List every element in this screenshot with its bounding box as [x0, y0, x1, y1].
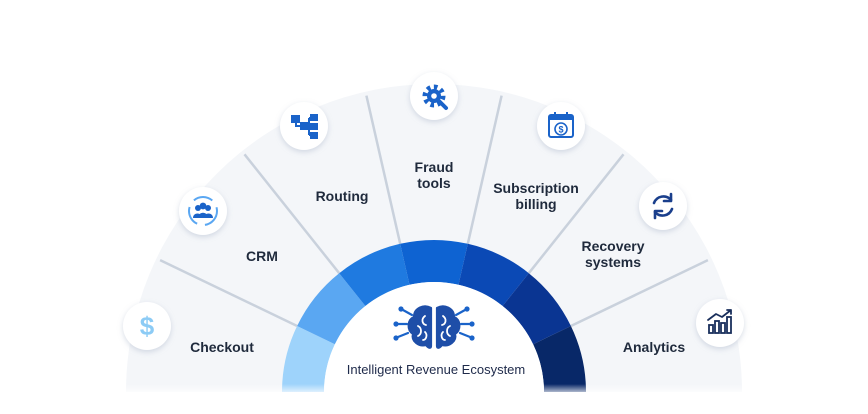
badge-analytics — [696, 299, 744, 347]
dollar-icon: $ — [140, 311, 155, 341]
center-disc — [324, 282, 544, 392]
users-cycle-icon — [188, 196, 218, 226]
ring-segment — [400, 239, 468, 285]
calendar-dollar-icon: $ — [548, 112, 574, 138]
segment-dividers — [159, 95, 709, 328]
badge-routing — [280, 102, 328, 150]
segment-label-crm: CRM — [246, 248, 278, 264]
refresh-icon — [652, 192, 674, 220]
segment-divider — [365, 95, 402, 245]
ring-segment — [502, 273, 571, 345]
segment-label-analytics: Analytics — [623, 339, 685, 355]
segment-divider — [527, 153, 625, 274]
color-ring — [282, 239, 586, 392]
badge-crm — [179, 187, 227, 235]
segment-divider — [466, 95, 503, 245]
flow-icon — [291, 114, 318, 139]
segment-label-checkout: Checkout — [190, 339, 254, 355]
ring-segment — [297, 273, 366, 345]
segment-divider — [243, 153, 341, 274]
badge-checkout: $ — [123, 302, 171, 350]
ring-segment — [533, 326, 586, 392]
badge-subscription-billing: $ — [537, 102, 585, 150]
center-label: Intelligent Revenue Ecosystem — [347, 362, 525, 377]
segment-label-routing: Routing — [316, 188, 369, 204]
svg-text:$: $ — [558, 125, 563, 135]
gear-wrench-icon — [422, 84, 448, 110]
brain-circuit-icon — [393, 305, 475, 349]
badge-recovery-systems — [639, 182, 687, 230]
ring-segment — [339, 243, 410, 306]
ring-segment — [458, 243, 529, 306]
badge-fraud-tools — [410, 72, 458, 120]
bar-chart-icon — [707, 309, 732, 334]
segment-divider — [159, 258, 298, 328]
segment-divider — [570, 258, 709, 328]
ring-segment — [282, 326, 335, 392]
outer-panel — [126, 84, 742, 392]
